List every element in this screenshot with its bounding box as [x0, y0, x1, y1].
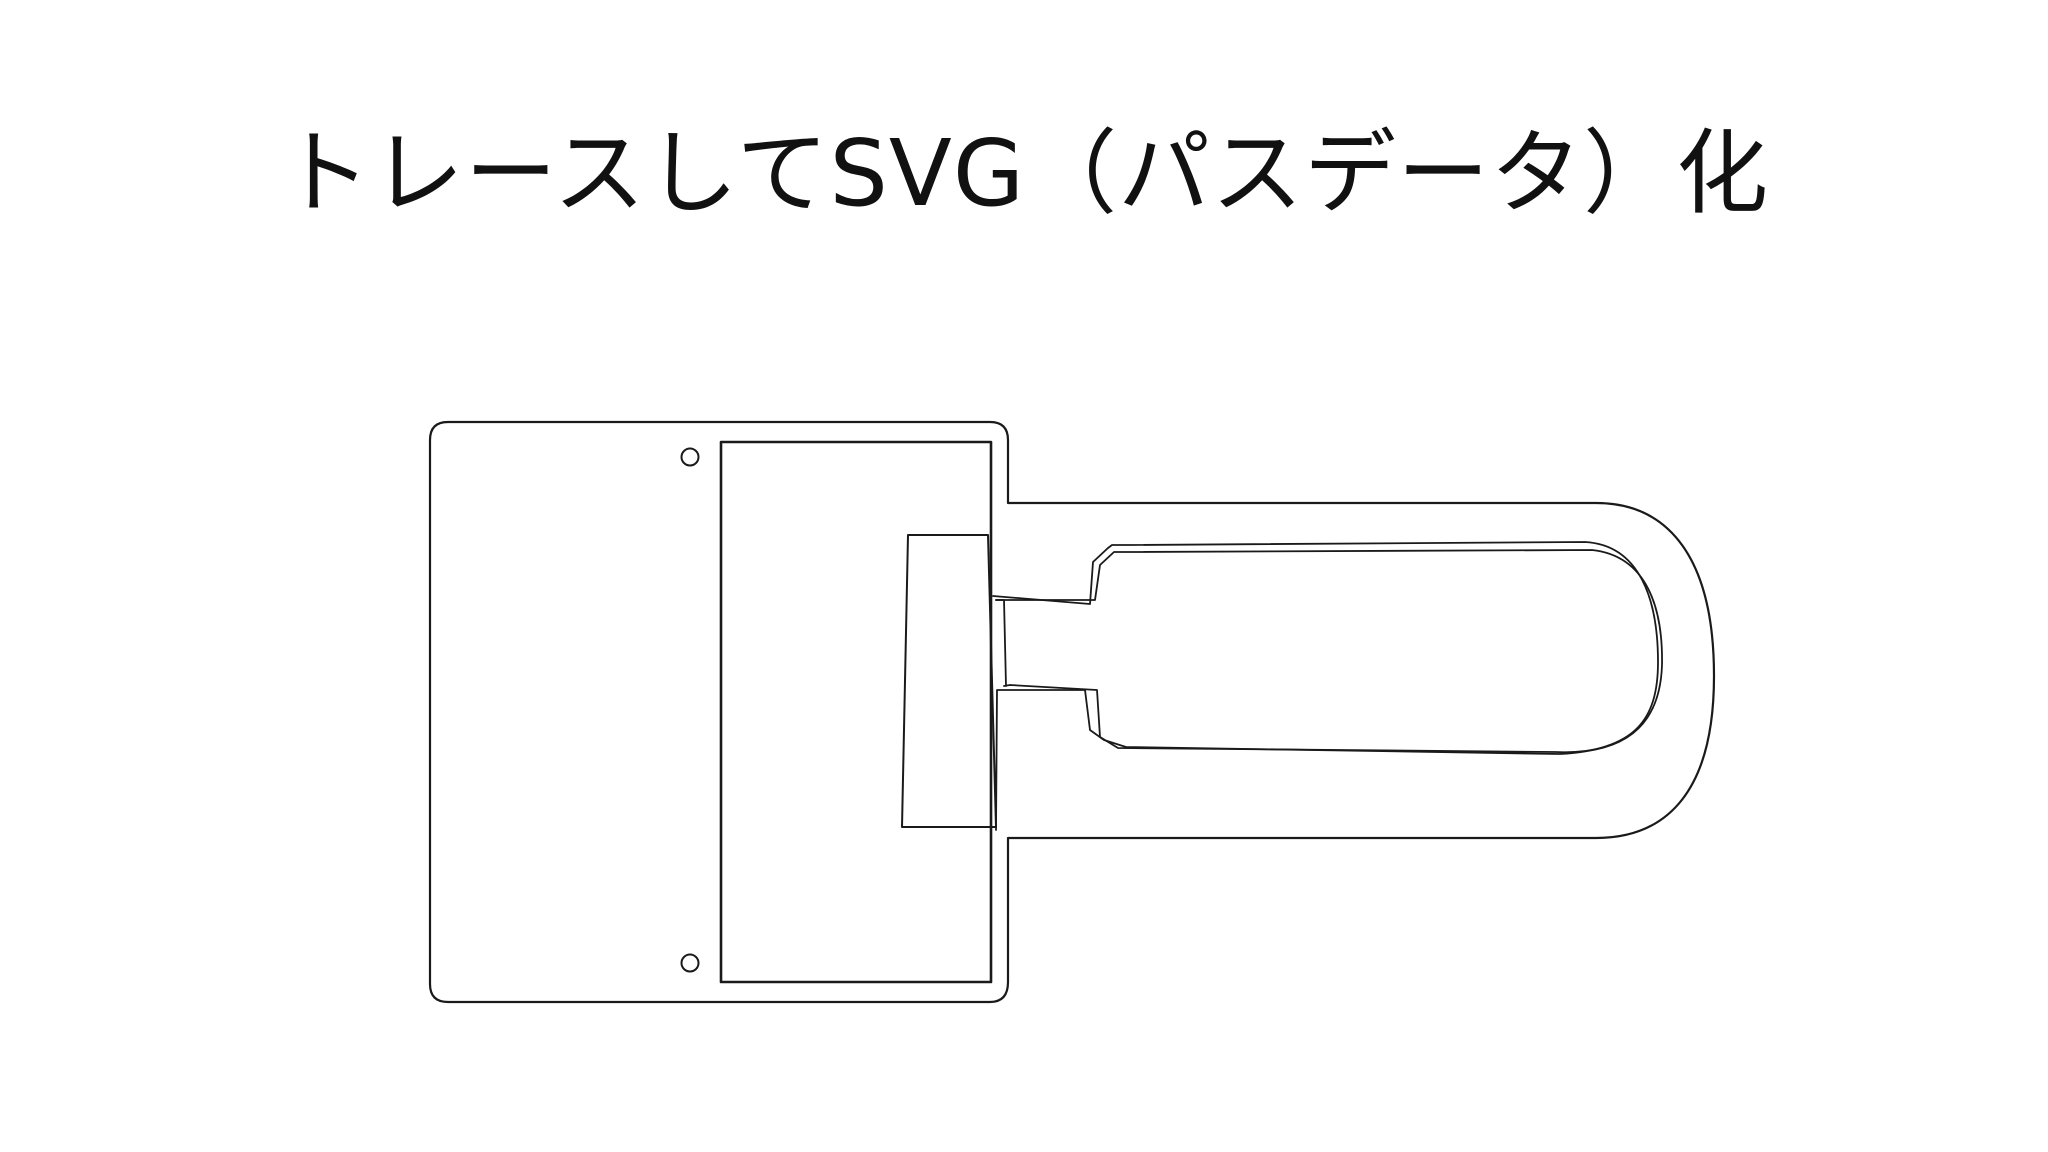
mounting-hole-bottom [680, 953, 700, 973]
inner-slot-trace-a [992, 541, 1659, 831]
connector-stub [995, 599, 1007, 687]
mounting-hole-top [680, 447, 700, 467]
page-title: トレースしてSVG（パスデータ）化 [278, 120, 1770, 227]
inner-slot-trace-b [995, 549, 1663, 754]
inner-panel [719, 440, 993, 984]
insert-block [901, 534, 997, 828]
outer-outline [428, 420, 1716, 1004]
